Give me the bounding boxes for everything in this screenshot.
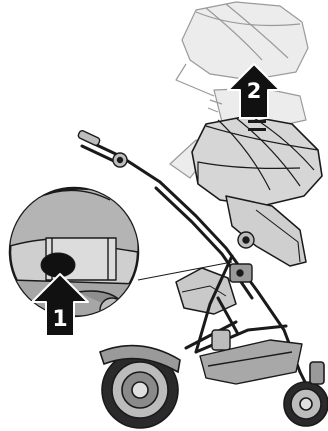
rear-wheel	[100, 346, 180, 428]
step-1-number: 1	[52, 307, 67, 332]
seat-release-button	[41, 253, 75, 277]
step-2-number: 2	[247, 79, 262, 103]
